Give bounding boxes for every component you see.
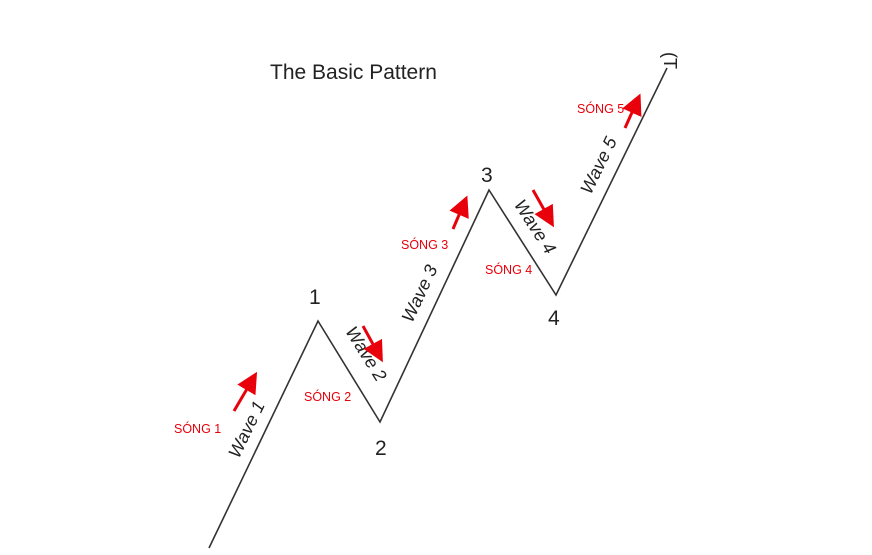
point-label-2: 2 xyxy=(375,437,387,460)
point-label-3: 3 xyxy=(481,164,493,187)
wave-label-3: Wave 3 xyxy=(398,262,442,325)
song-label-2: SÓNG 2 xyxy=(304,389,351,404)
up-arrow-icon-wave-1 xyxy=(232,371,258,412)
point-label-1: 1 xyxy=(309,286,321,309)
wave-label-4: Wave 4 xyxy=(510,196,560,258)
up-arrow-icon-wave-3 xyxy=(449,195,469,230)
song-label-5: SÓNG 5 xyxy=(577,101,624,116)
down-arrow-icon-wave-2 xyxy=(361,325,383,363)
diagram-title: The Basic Pattern xyxy=(270,61,437,84)
up-arrow-icon-wave-5 xyxy=(622,93,642,129)
song-label-4: SÓNG 4 xyxy=(485,262,532,277)
cut-off-label: (T xyxy=(660,52,680,69)
down-arrow-icon-wave-4 xyxy=(531,189,554,228)
wave-label-1: Wave 1 xyxy=(224,398,269,461)
point-label-4: 4 xyxy=(548,307,560,330)
song-label-1: SÓNG 1 xyxy=(174,421,221,436)
wave-label-5: Wave 5 xyxy=(576,133,621,197)
song-label-3: SÓNG 3 xyxy=(401,237,448,252)
wave-path-line xyxy=(208,67,668,549)
